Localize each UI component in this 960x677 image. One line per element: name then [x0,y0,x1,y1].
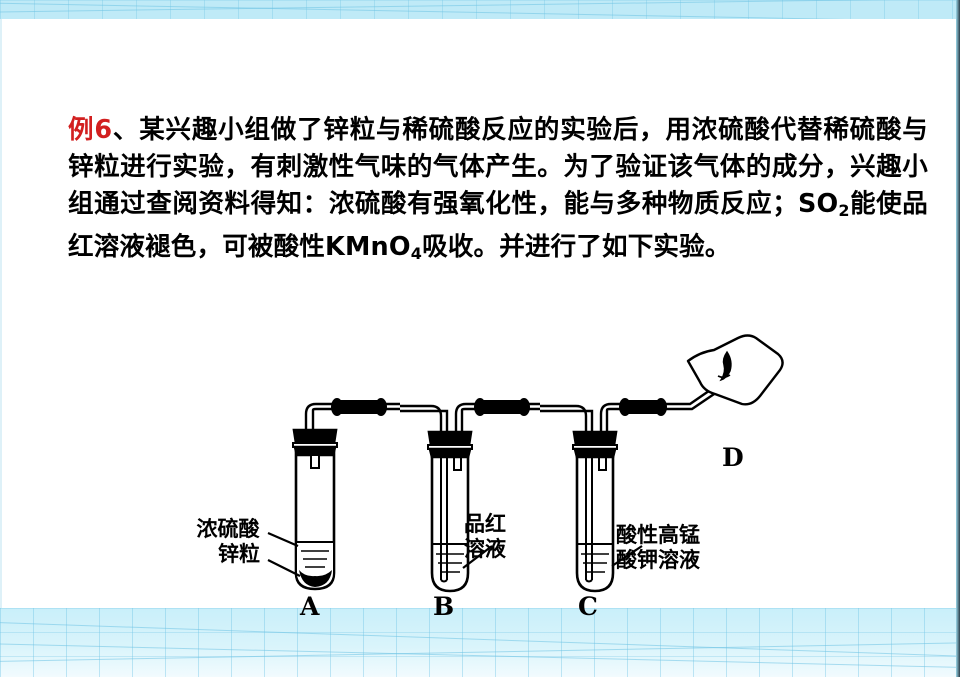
question-text: 例6、某兴趣小组做了锌粒与稀硫酸反应的实验后，用浓硫酸代替稀硫酸与锌粒进行实验，… [68,112,928,272]
label-tube-c: 酸性高锰 酸钾溶液 [616,523,700,573]
rubber-connectors [331,398,667,416]
question-body-part3: 吸收。并进行了如下实验。 [422,232,731,262]
question-marker: 例6 [68,115,113,145]
label-tube-a: 浓硫酸 锌粒 [196,517,261,567]
test-tube-a [291,402,400,591]
apparatus-svg [267,334,784,593]
test-tube-c [540,402,660,593]
label-tube-c-line1: 酸性高锰 [616,523,700,547]
top-band-diagonals [0,0,960,19]
label-leader-lines [267,531,643,577]
tube-letter-c: C [578,592,598,621]
label-tube-b-line2: 溶液 [464,537,506,561]
apparatus-diagram [0,330,960,630]
right-edge-accent [956,0,960,677]
label-tube-c-line2: 酸钾溶液 [616,548,700,572]
label-tube-a-line1: 浓硫酸 [196,517,260,541]
tube-letter-b: B [433,592,455,621]
question-body-part1: 、某兴趣小组做了锌粒与稀硫酸反应的实验后，用浓硫酸代替稀硫酸与锌粒进行实验，有刺… [68,115,928,219]
tube-letter-a: A [300,592,320,621]
question-body-part2: 能使品红溶液褪色，可被酸性KMnO [68,189,929,262]
cotton-wad-d [686,334,784,406]
label-tube-a-line2: 锌粒 [218,542,260,566]
label-tube-b-line1: 品红 [464,512,506,536]
decorative-top-band [0,0,960,19]
tube-letter-d: D [722,443,744,472]
left-edge-accent [0,19,2,608]
kmno4-subscript: 4 [410,244,423,263]
test-tube-b [400,402,540,593]
so2-subscript: 2 [838,201,850,220]
label-tube-b: 品红 溶液 [464,512,506,562]
zinc-granules [299,570,332,587]
